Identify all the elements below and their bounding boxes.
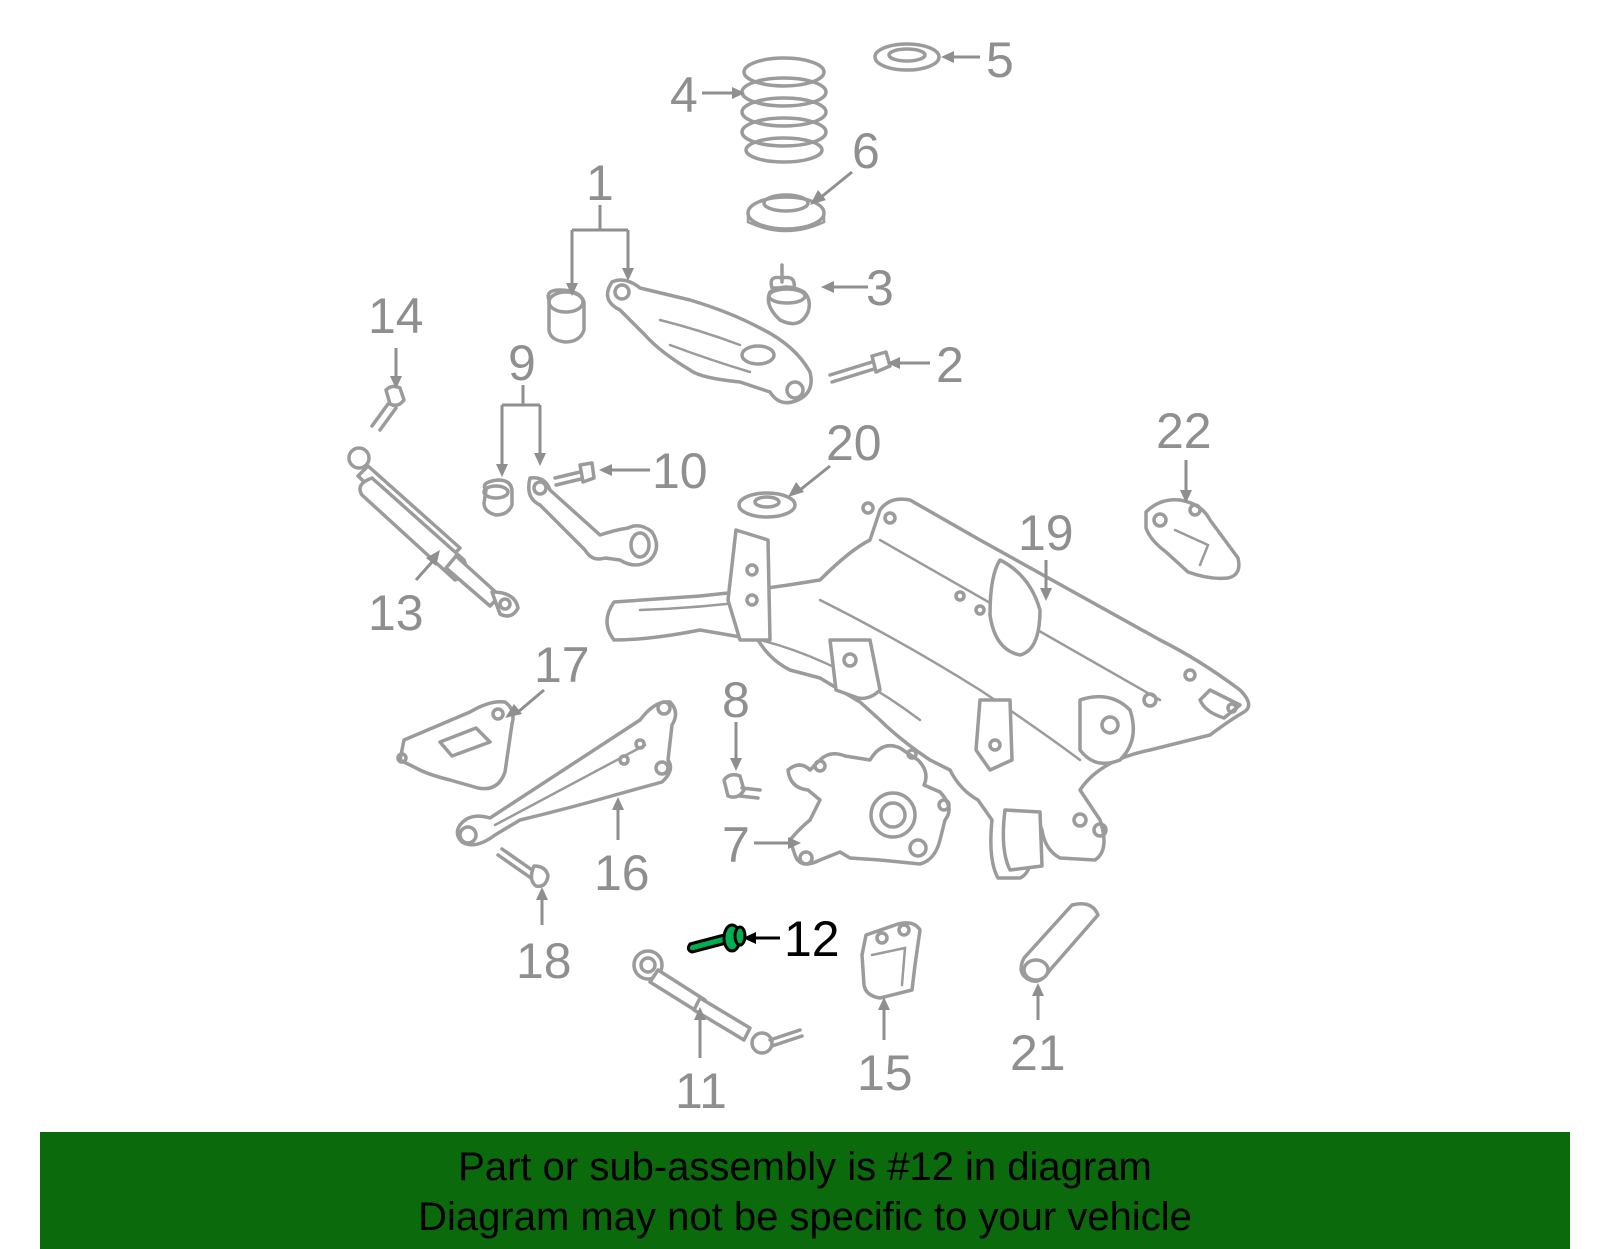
callout-8: 8 — [722, 672, 750, 728]
part-1-control-arm — [546, 278, 813, 405]
callout-16: 16 — [594, 845, 650, 901]
callout-22: 22 — [1156, 403, 1212, 459]
callout-11: 11 — [675, 1063, 727, 1119]
part-21-plate — [1019, 902, 1100, 983]
callout-labels: 1 2 3 4 5 6 7 8 9 10 11 12 13 14 15 16 1… — [368, 32, 1212, 1119]
part-14-bolt — [370, 384, 406, 432]
banner-line-1: Part or sub-assembly is #12 in diagram — [458, 1145, 1152, 1189]
callout-21: 21 — [1010, 1025, 1066, 1081]
callout-1: 1 — [586, 155, 614, 211]
part-13-shock-absorber — [347, 446, 520, 618]
part-4-coil-spring — [740, 56, 828, 164]
part-22-bracket — [1144, 498, 1241, 581]
callout-6: 6 — [852, 123, 880, 179]
callout-10: 10 — [652, 443, 708, 499]
callout-7: 7 — [722, 817, 750, 873]
callout-9: 9 — [508, 335, 536, 391]
callout-12: 12 — [784, 911, 840, 967]
part-10-bolt — [553, 461, 596, 487]
part-12-bolt-highlighted — [686, 923, 747, 954]
part-5-spring-seat — [873, 42, 941, 72]
part-20-insulator — [737, 491, 797, 519]
callout-15: 15 — [857, 1045, 913, 1101]
banner-line-2: Diagram may not be specific to your vehi… — [418, 1195, 1192, 1239]
callout-14: 14 — [368, 288, 424, 344]
part-9-lateral-link — [482, 476, 659, 567]
callout-13: 13 — [368, 585, 424, 641]
callout-18: 18 — [516, 933, 572, 989]
callout-19: 19 — [1018, 505, 1074, 561]
callout-3: 3 — [866, 260, 894, 316]
callout-4: 4 — [670, 67, 698, 123]
callout-20: 20 — [826, 415, 882, 471]
part-11-adjustable-link — [632, 949, 804, 1055]
part-19-crossmember — [605, 497, 1251, 880]
info-banner: Part or sub-assembly is #12 in diagram D… — [40, 1132, 1570, 1249]
part-3-bump-stop — [766, 263, 812, 326]
callout-17: 17 — [534, 637, 590, 693]
part-16-lower-arm — [455, 700, 678, 847]
part-18-bolt — [496, 847, 550, 889]
part-17-bracket — [396, 699, 515, 791]
part-15-bracket — [860, 921, 922, 1000]
leader-lines — [390, 51, 1192, 1058]
part-6-spring-insulator — [746, 193, 826, 233]
part-7-knuckle — [786, 744, 951, 866]
callout-2: 2 — [936, 337, 964, 393]
callout-5: 5 — [986, 32, 1014, 88]
part-8-bolt — [722, 772, 762, 800]
part-2-bolt — [828, 350, 892, 384]
